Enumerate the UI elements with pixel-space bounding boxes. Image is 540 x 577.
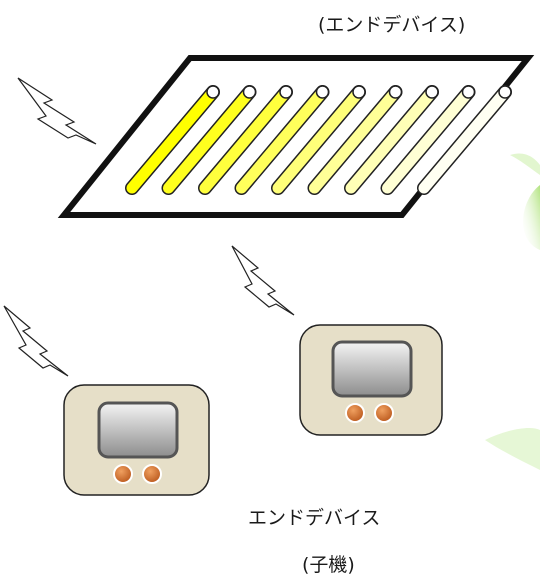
end-device-label: エンドデバイス [248,507,381,529]
sensor-bar [344,85,439,195]
sensor-bar [125,85,220,195]
device-button [113,464,133,484]
device-button [374,403,394,423]
wireless-signal-icon [231,245,295,316]
sensor-bar [234,85,330,195]
sensor-bars [125,85,512,195]
device-button [345,403,365,423]
sensor-bar [271,85,366,195]
device-screen [97,401,179,459]
leaf-decoration [510,153,540,175]
sensor-bar [161,85,257,195]
end-device-unit [299,324,443,436]
device-button [142,464,162,484]
leaf-decoration [523,185,540,250]
wireless-signal-icon [17,77,97,145]
sensor-bar [417,85,512,195]
device-screen [331,340,413,398]
top-device-label: (エンドデバイス) [318,14,466,36]
end-device-unit [63,384,210,496]
leaf-decoration [485,428,540,470]
sensor-bar [307,85,403,195]
sensor-bar [198,85,293,195]
child-unit-label: (子機) [302,554,355,576]
sensor-bar [380,85,476,195]
wireless-signal-icon [3,305,69,377]
